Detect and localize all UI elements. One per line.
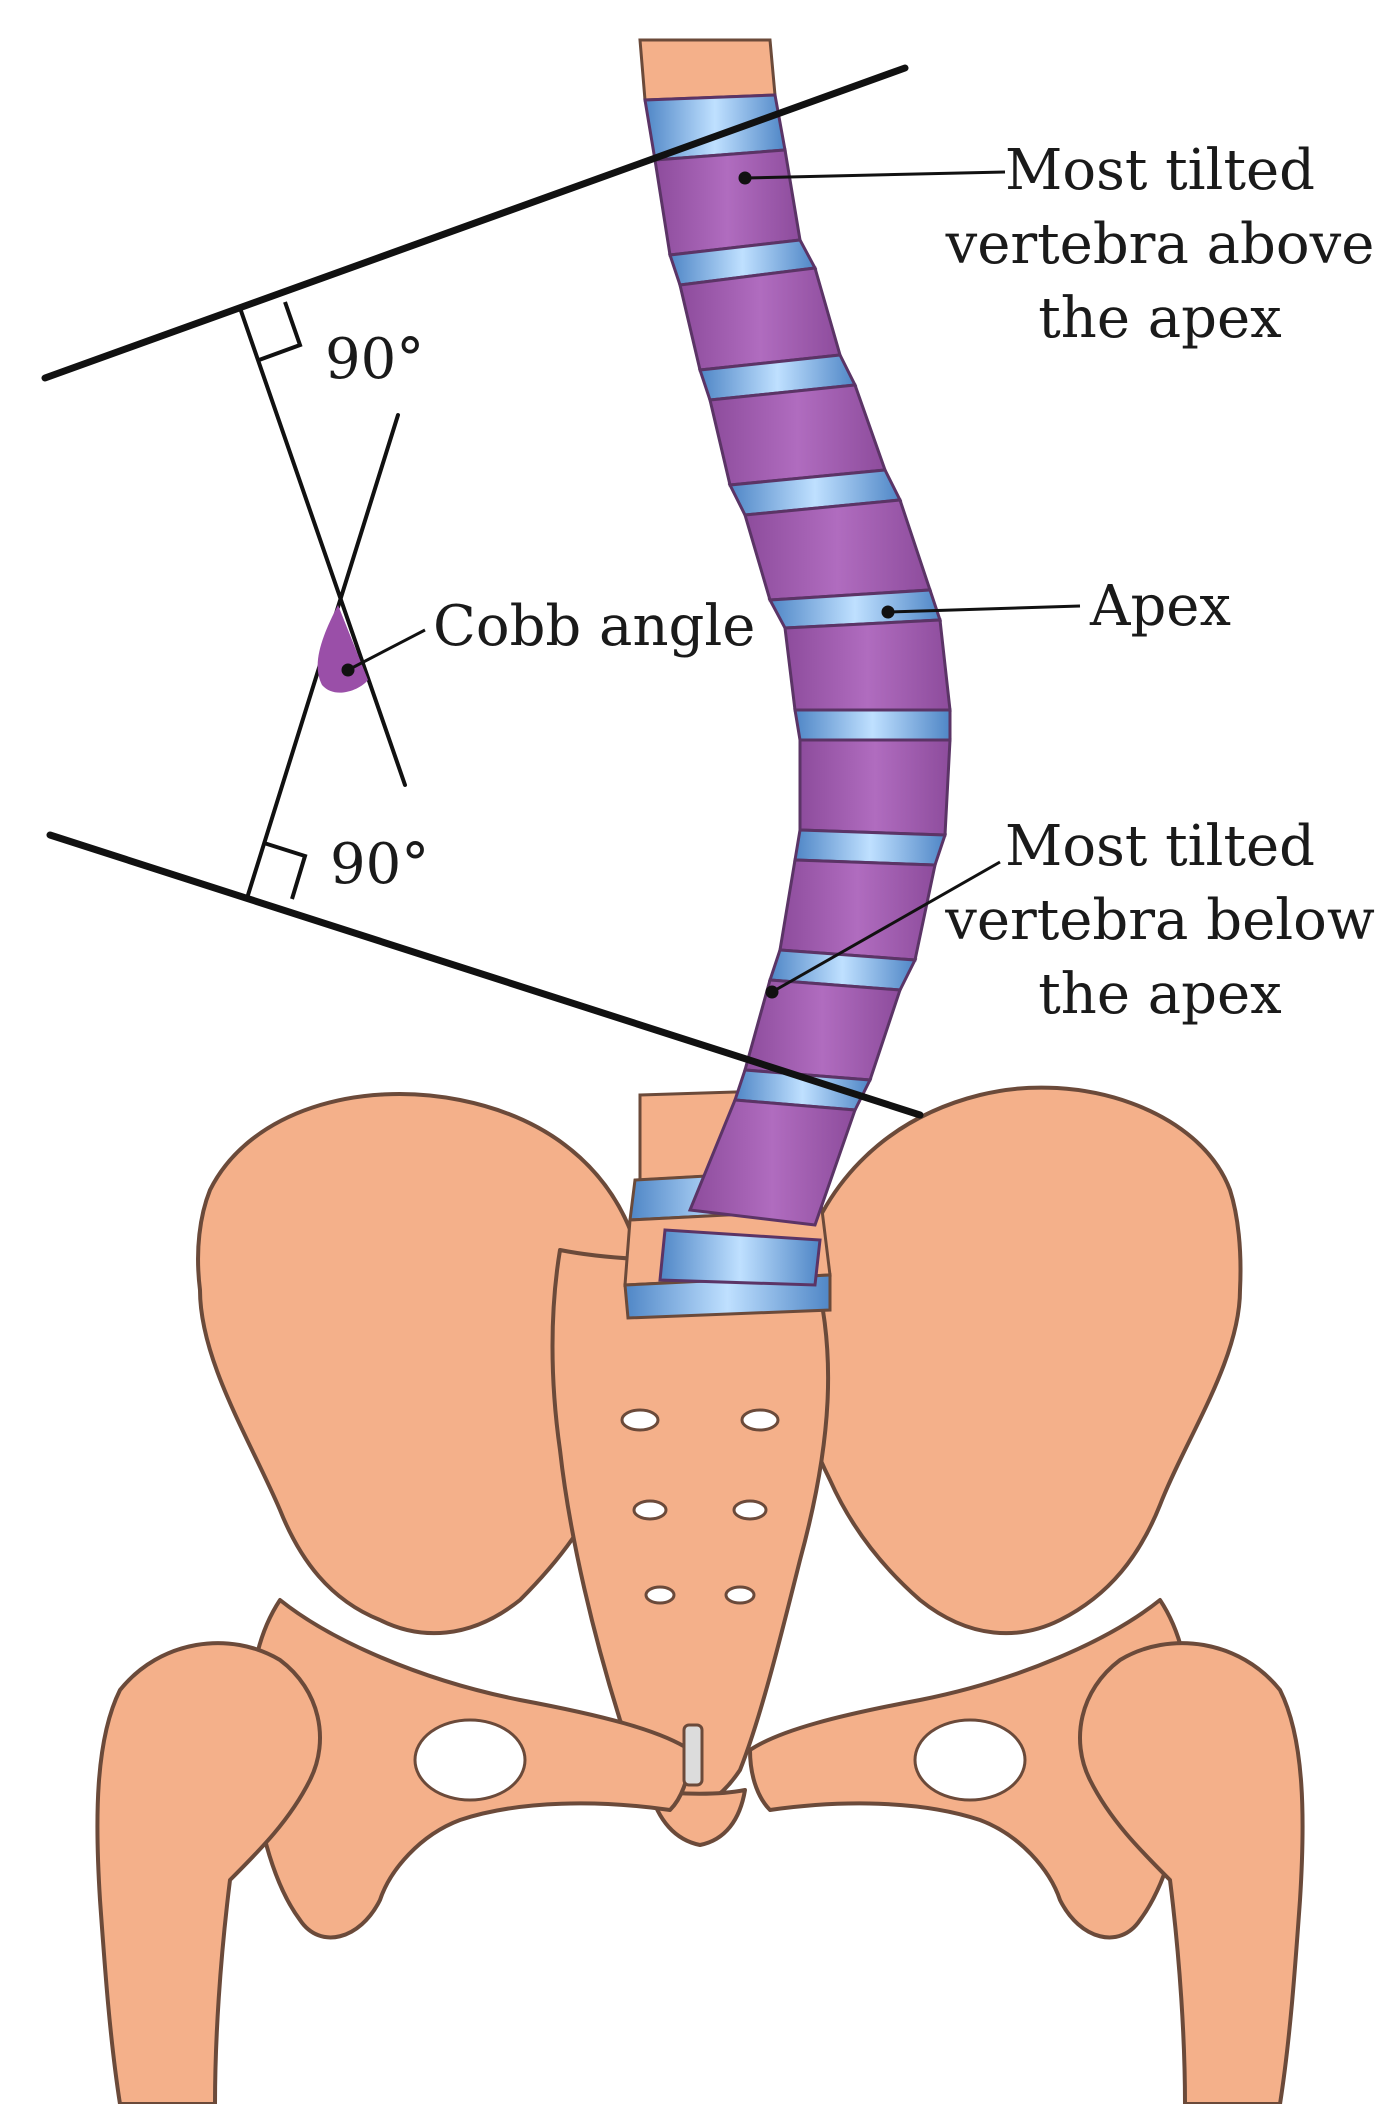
- right-iliac-wing: [789, 1085, 1243, 1636]
- leader-bottom-dot: [765, 985, 779, 999]
- leader-cobb-dot: [341, 663, 355, 677]
- leader-bottom: [771, 860, 1001, 994]
- top-vertebra-label-line-1: Most tilted: [1005, 138, 1315, 203]
- upper-perpendicular: [238, 306, 407, 787]
- sacral-foramen-5: [644, 1585, 676, 1605]
- vertebra-apex: [798, 738, 952, 837]
- bottom-vertebra-label-line-2: vertebra below: [945, 888, 1375, 953]
- spine: [638, 38, 952, 1287]
- right-obturator-foramen: [913, 1718, 1027, 1802]
- vertebra-3: [708, 383, 888, 487]
- right-femur: [1078, 1641, 1305, 2104]
- right-angle-label-top: 90°: [325, 327, 425, 392]
- sacral-foramen-3: [632, 1499, 668, 1521]
- top-vertebra-stub: [638, 38, 777, 102]
- lower-endplate-line: [46, 831, 924, 1119]
- bottom-vertebra-label: Most tilted vertebra below the apex: [945, 810, 1375, 1032]
- leader-top-dot: [738, 171, 752, 185]
- leader-lines: [341, 170, 1081, 999]
- left-obturator-foramen: [413, 1718, 527, 1802]
- pubic-symphysis: [682, 1723, 704, 1787]
- cobb-lines: [41, 64, 924, 1119]
- sacral-foramen-1: [620, 1408, 660, 1432]
- cobb-angle-label: Cobb angle: [433, 594, 756, 659]
- bottom-vertebra-label-line-3: the apex: [1038, 962, 1282, 1027]
- left-femur: [95, 1641, 322, 2104]
- leader-apex: [887, 604, 1081, 614]
- vertebra-4: [743, 498, 933, 602]
- cobb-angle-wedge: [317, 605, 368, 693]
- vertebra-1: [653, 148, 802, 257]
- left-iliac-wing: [196, 1092, 651, 1636]
- vertebra-7: [778, 858, 937, 962]
- sacral-foramen-6: [724, 1585, 756, 1605]
- leader-top: [744, 170, 1006, 180]
- disc-5: [793, 708, 952, 742]
- vertebra-2: [678, 266, 842, 372]
- right-angle-markers: [258, 301, 308, 900]
- right-angle-label-bottom: 90°: [330, 832, 430, 897]
- right-angle-marker-top: [258, 301, 303, 362]
- sacral-foramen-4: [732, 1499, 768, 1521]
- disc-9: [658, 1228, 822, 1287]
- upper-endplate-line: [41, 64, 909, 382]
- vertebra-9: [687, 1098, 858, 1227]
- top-vertebra-label-line-3: the apex: [1038, 286, 1282, 351]
- leader-apex-dot: [881, 605, 895, 619]
- top-vertebra-label: Most tilted vertebra above the apex: [946, 134, 1375, 356]
- vertebra-5: [783, 618, 952, 712]
- top-vertebra-label-line-2: vertebra above: [945, 212, 1375, 277]
- apex-label: Apex: [1090, 574, 1232, 639]
- bottom-vertebra-label-line-1: Most tilted: [1005, 814, 1315, 879]
- pelvis-foramina: [413, 1408, 1027, 1802]
- leader-cobb: [347, 628, 426, 672]
- sacral-foramen-2: [740, 1408, 780, 1432]
- right-angle-marker-bottom: [263, 841, 308, 900]
